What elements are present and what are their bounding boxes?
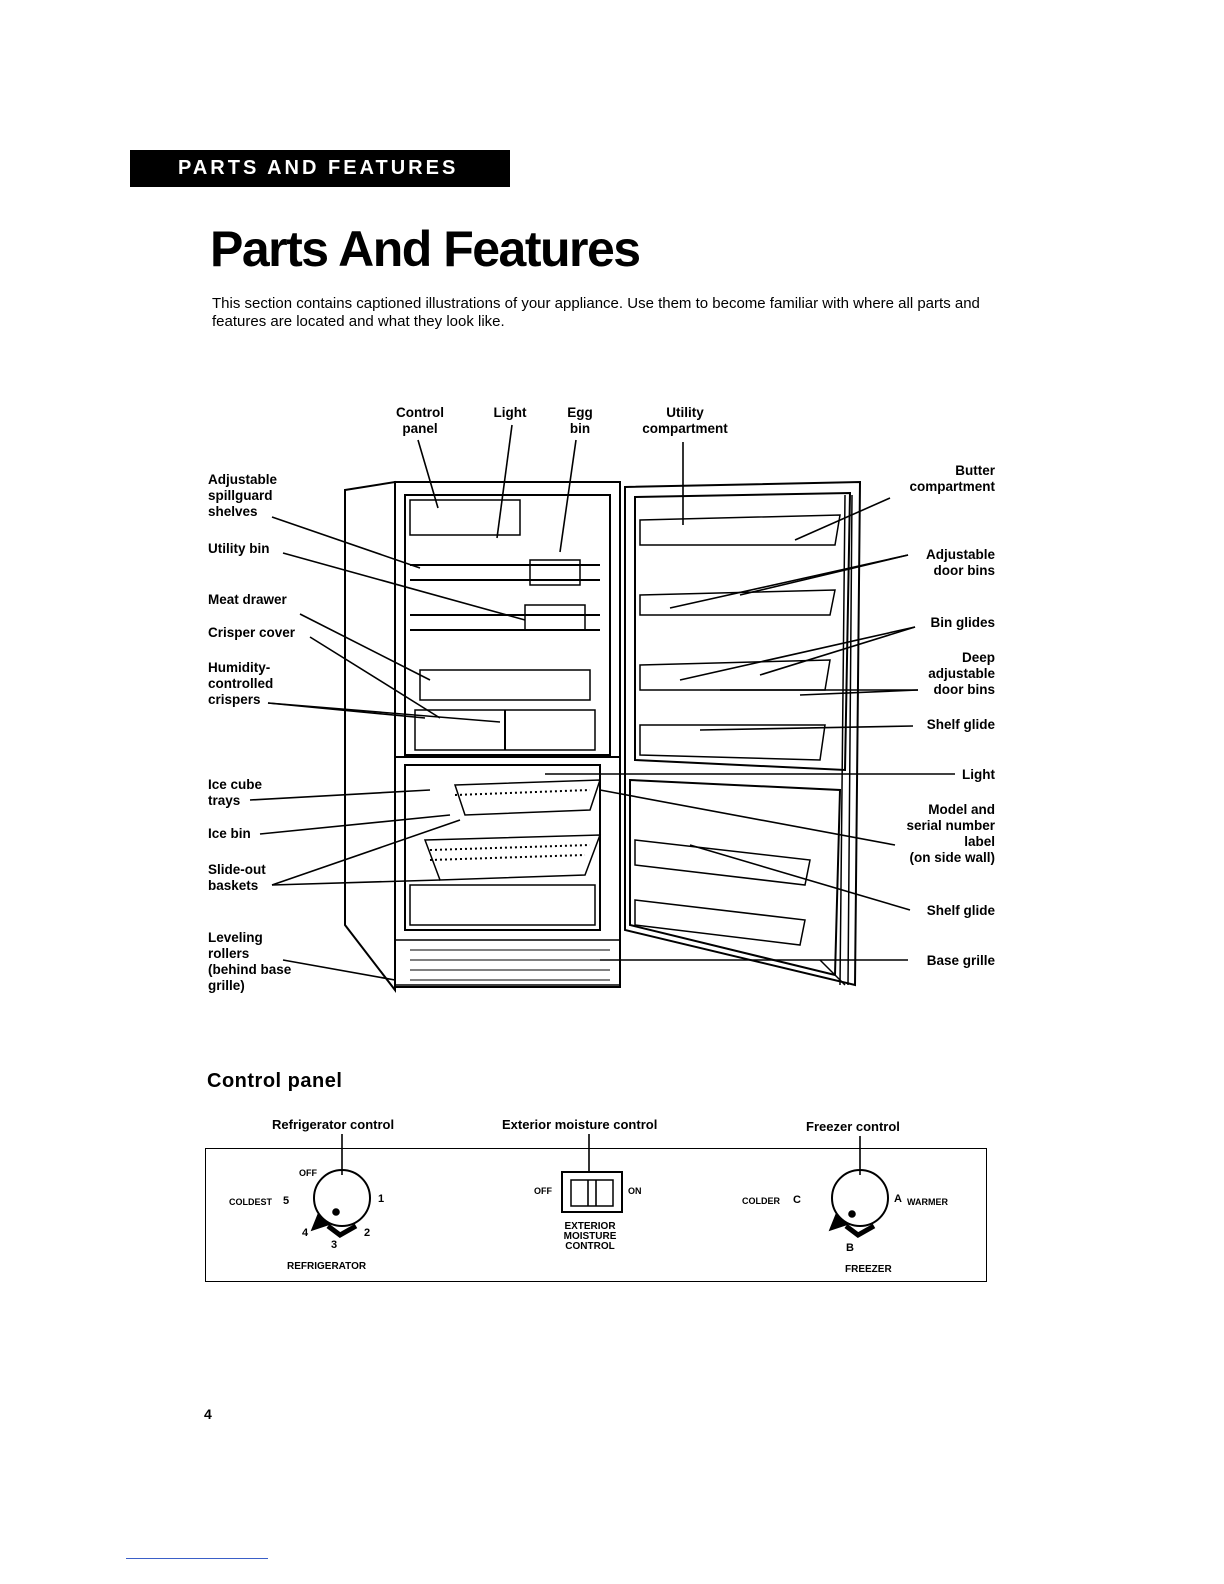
freezer-control-caption: Freezer control bbox=[806, 1119, 900, 1134]
freezer-colder-label: COLDER bbox=[742, 1196, 780, 1206]
label-shelf-glide-upper: Shelf glide bbox=[926, 717, 995, 732]
fridge-setting-4: 4 bbox=[302, 1227, 309, 1239]
label-ice-cube-trays: Ice cube trays bbox=[208, 777, 263, 808]
fridge-off-label: OFF bbox=[299, 1168, 317, 1178]
freezer-warmer-label: WARMER bbox=[907, 1197, 948, 1207]
label-bin-glides: Bin glides bbox=[930, 615, 995, 630]
label-meat-drawer: Meat drawer bbox=[208, 592, 287, 607]
fridge-coldest-label: COLDEST bbox=[229, 1197, 273, 1207]
label-light-right: Light bbox=[962, 767, 995, 782]
freezer-setting-b: B bbox=[846, 1242, 854, 1254]
intro-paragraph: This section contains captioned illustra… bbox=[212, 295, 980, 330]
label-utility-compartment: Utility compartment bbox=[642, 405, 728, 436]
control-panel-box bbox=[205, 1148, 987, 1282]
label-egg-bin: Egg bin bbox=[567, 405, 593, 436]
label-shelf-glide-lower: Shelf glide bbox=[926, 903, 995, 918]
fridge-setting-3: 3 bbox=[331, 1239, 338, 1251]
fridge-setting-5: 5 bbox=[283, 1195, 290, 1207]
label-crisper-cover: Crisper cover bbox=[208, 625, 296, 640]
fridge-setting-1: 1 bbox=[378, 1193, 385, 1205]
label-leveling-rollers: Leveling rollers (behind base grille) bbox=[208, 930, 292, 993]
label-spillguard-shelves: Adjustable spillguard shelves bbox=[208, 472, 278, 519]
label-utility-bin: Utility bin bbox=[208, 541, 270, 556]
fridge-setting-2: 2 bbox=[364, 1227, 371, 1239]
label-deep-door-bins: Deep adjustable door bins bbox=[928, 650, 995, 697]
page-number: 4 bbox=[204, 1406, 212, 1422]
footer-rule bbox=[126, 1558, 268, 1559]
label-base-grille: Base grille bbox=[926, 953, 995, 968]
freezer-setting-a: A bbox=[894, 1193, 902, 1205]
control-panel-heading: Control panel bbox=[207, 1070, 343, 1092]
freezer-setting-c: C bbox=[793, 1194, 801, 1206]
moisture-off-label: OFF bbox=[534, 1186, 552, 1196]
page-title: Parts And Features bbox=[210, 221, 641, 277]
fridge-dial-name: REFRIGERATOR bbox=[287, 1261, 367, 1272]
label-model-serial: Model and serial number label (on side w… bbox=[906, 802, 995, 865]
label-adjustable-door-bins: Adjustable door bins bbox=[925, 547, 995, 578]
label-butter-compartment: Butter compartment bbox=[909, 463, 995, 494]
moisture-switch-name: EXTERIOR MOISTURE CONTROL bbox=[563, 1221, 617, 1252]
moisture-on-label: ON bbox=[628, 1186, 642, 1196]
label-light-top: Light bbox=[493, 405, 527, 420]
label-control-panel: Control panel bbox=[396, 405, 444, 436]
label-crispers: Humidity- controlled crispers bbox=[208, 660, 274, 707]
refrigerator-control-caption: Refrigerator control bbox=[272, 1117, 395, 1132]
label-ice-bin: Ice bin bbox=[208, 826, 251, 841]
section-banner: PARTS AND FEATURES bbox=[130, 150, 510, 187]
moisture-control-caption: Exterior moisture control bbox=[502, 1117, 658, 1132]
freezer-dial-name: FREEZER bbox=[845, 1264, 892, 1275]
label-slide-out-baskets: Slide-out baskets bbox=[208, 862, 266, 893]
